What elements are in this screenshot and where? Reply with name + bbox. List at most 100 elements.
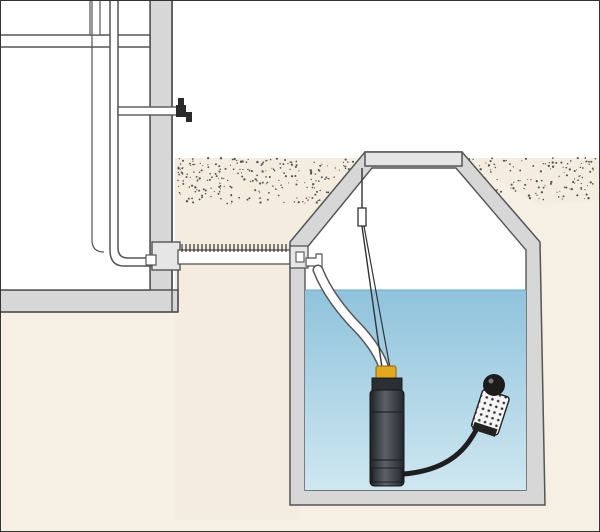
gravel-dot	[219, 157, 223, 160]
gravel-dot	[274, 188, 277, 190]
gravel-dot	[565, 166, 568, 169]
gravel-dot	[219, 182, 221, 184]
gravel-dot	[284, 175, 287, 178]
gravel-dot	[210, 195, 212, 198]
gravel-dot	[177, 167, 180, 170]
gravel-dot	[302, 200, 304, 203]
gravel-dot	[584, 189, 586, 191]
gravel-dot	[538, 197, 540, 199]
gravel-dot	[305, 197, 308, 199]
gravel-dot	[268, 175, 271, 179]
gravel-dot	[284, 158, 287, 162]
gravel-dot	[280, 184, 282, 186]
gravel-dot	[307, 199, 309, 201]
gravel-dot	[563, 172, 565, 174]
gravel-dot	[324, 178, 326, 181]
gravel-dot	[294, 165, 297, 168]
gravel-dot	[187, 197, 190, 200]
gravel-dot	[558, 175, 560, 177]
gravel-dot	[275, 157, 278, 160]
gravel-dot	[502, 159, 505, 162]
gravel-dot	[489, 169, 492, 171]
gravel-dot	[283, 201, 285, 204]
gravel-dot	[191, 197, 194, 200]
gravel-dot	[325, 176, 328, 179]
gravel-dot	[192, 164, 194, 166]
gravel-dot	[266, 198, 269, 201]
gravel-dot	[230, 186, 233, 189]
gravel-dot	[191, 184, 194, 187]
gravel-dot	[512, 187, 515, 190]
gravel-dot	[317, 199, 319, 202]
gravel-dot	[182, 180, 185, 182]
gravel-dot	[296, 180, 298, 182]
gravel-dot	[306, 186, 308, 189]
gravel-dot	[311, 186, 314, 189]
gravel-dot	[279, 166, 282, 169]
gravel-dot	[249, 180, 252, 183]
gravel-dot	[551, 165, 555, 168]
gravel-dot	[319, 189, 321, 192]
gravel-dot	[591, 183, 594, 185]
gravel-dot	[551, 161, 554, 164]
gravel-dot	[540, 191, 544, 194]
gravel-dot	[540, 179, 543, 182]
gravel-dot	[214, 163, 217, 166]
gravel-dot	[513, 181, 515, 183]
gravel-dot	[510, 187, 512, 189]
gravel-dot	[246, 198, 249, 201]
gravel-dot	[201, 194, 203, 197]
gravel-dot	[328, 177, 330, 180]
gravel-dot	[320, 176, 323, 179]
gravel-dot	[321, 163, 323, 165]
gravel-dot	[527, 178, 529, 181]
gravel-dot	[178, 191, 181, 194]
gravel-dot	[548, 162, 550, 164]
gravel-dot	[218, 165, 221, 168]
gravel-dot	[219, 168, 221, 171]
gravel-dot	[573, 169, 576, 173]
gravel-dot	[572, 180, 575, 184]
gravel-dot	[580, 188, 582, 191]
gravel-dot	[547, 164, 550, 168]
gravel-dot	[542, 163, 544, 165]
gravel-dot	[221, 177, 223, 180]
gravel-dot	[289, 161, 292, 163]
gravel-dot	[580, 182, 582, 185]
gravel-dot	[565, 174, 568, 177]
gravel-dot	[258, 182, 262, 185]
gravel-dot	[562, 195, 565, 198]
gravel-dot	[243, 178, 246, 181]
gravel-dot	[325, 191, 328, 194]
gravel-dot	[304, 202, 306, 204]
gravel-dot	[472, 158, 474, 160]
gravel-dot	[194, 191, 197, 193]
gravel-dot	[180, 193, 182, 195]
gravel-dot	[261, 181, 264, 184]
gravel-dot	[293, 201, 296, 203]
gravel-dot	[271, 167, 273, 169]
water-tap-icon[interactable]	[117, 98, 192, 122]
gravel-dot	[327, 191, 330, 194]
gravel-dot	[215, 175, 218, 178]
gravel-dot	[210, 187, 212, 189]
gravel-dot	[242, 168, 244, 171]
gravel-dot	[347, 167, 350, 171]
gravel-dot	[310, 178, 312, 181]
gravel-dot	[256, 160, 259, 164]
gravel-dot	[539, 170, 543, 173]
gravel-dot	[258, 190, 260, 193]
gravel-dot	[194, 163, 196, 165]
gravel-dot	[334, 167, 336, 169]
gravel-dot	[241, 160, 244, 163]
gravel-dot	[521, 160, 523, 162]
gravel-dot	[319, 164, 322, 167]
gravel-dot	[326, 177, 328, 179]
gravel-dot	[233, 157, 236, 161]
gravel-dot	[226, 202, 229, 205]
gravel-dot	[308, 196, 310, 198]
gravel-dot	[542, 186, 545, 189]
gravel-dot	[509, 163, 511, 165]
gravel-dot	[295, 160, 298, 163]
